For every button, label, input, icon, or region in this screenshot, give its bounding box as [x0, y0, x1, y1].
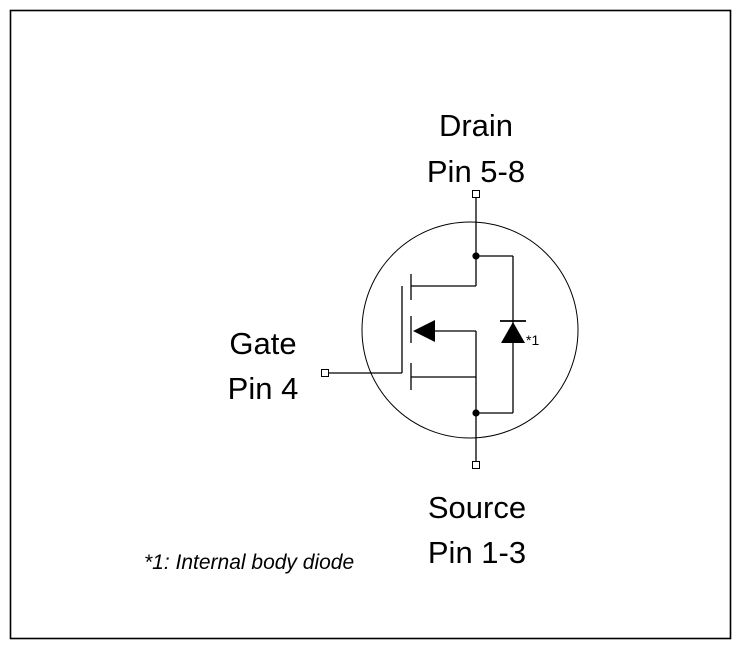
drain-terminal: [472, 190, 480, 198]
diode-marker: *1: [526, 332, 539, 348]
diagram-frame: [9, 9, 732, 640]
source-terminal: [472, 461, 480, 469]
source-label: Source: [428, 490, 526, 525]
gate-terminal: [321, 369, 329, 377]
package-circle: [361, 221, 579, 439]
drain-pin-label: Pin 5-8: [427, 154, 525, 189]
source-pin-label: Pin 1-3: [428, 535, 526, 570]
source-junction-dot: [472, 409, 480, 417]
gate-pin-label: Pin 4: [228, 371, 299, 406]
body-arrow-icon: [413, 320, 435, 342]
drain-junction-dot: [472, 252, 480, 260]
footnote: *1: Internal body diode: [144, 551, 354, 574]
drain-label: Drain: [439, 108, 513, 143]
diode-icon: [501, 322, 525, 343]
gate-label: Gate: [229, 326, 296, 361]
